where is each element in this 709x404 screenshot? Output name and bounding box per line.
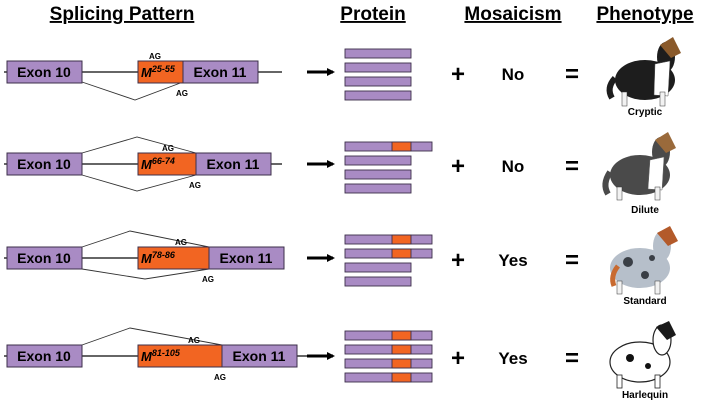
protein-bars (344, 48, 412, 101)
protein-insertion-segment (391, 372, 412, 383)
phenotype-label: Dilute (631, 205, 659, 216)
protein-insertion-segment (391, 358, 412, 369)
protein-bar-with-insertion (344, 344, 433, 355)
protein-insertion-segment (391, 330, 412, 341)
protein-bar-with-insertion (344, 234, 433, 245)
header-protein: Protein (340, 4, 405, 25)
plus-sign: + (451, 61, 465, 88)
protein-insertion-segment (391, 141, 412, 152)
exon-10-label: Exon 10 (17, 348, 71, 364)
exon-10-label: Exon 10 (17, 156, 71, 172)
acceptor-site-label: AG (214, 373, 226, 382)
allele-label: M66-74 (141, 156, 175, 172)
exon-11-box (182, 60, 259, 84)
protein-bar (344, 276, 412, 287)
acceptor-site-label: AG (149, 52, 161, 61)
exon-11-label: Exon 11 (194, 64, 247, 80)
row-4: Exon 10 M81-105 Exon 11 AG AG + Yes = Ha… (4, 321, 676, 401)
equals-sign: = (565, 247, 579, 274)
protein-bar (344, 169, 412, 180)
mosaicism-value: No (502, 157, 525, 176)
protein-bar (344, 155, 412, 166)
dog-illustration-icon (602, 132, 676, 201)
protein-bar-with-insertion (344, 330, 433, 341)
splice-junction (81, 81, 184, 101)
protein-insertion-segment (391, 234, 412, 245)
protein-bar (344, 48, 412, 59)
dog-illustration-icon (609, 321, 676, 389)
splice-junction (81, 230, 210, 248)
protein-bar-with-insertion (344, 141, 433, 152)
protein-bar (344, 183, 412, 194)
exon-10-box (6, 60, 83, 84)
exon-10-label: Exon 10 (17, 250, 71, 266)
row-1: Exon 10 M25-55 Exon 11 AG AG + No = Cryp… (4, 37, 681, 118)
protein-bar (344, 262, 412, 273)
protein-bars (344, 234, 433, 287)
header-splicing-pattern: Splicing Pattern (50, 4, 195, 25)
acceptor-site-label: AG (188, 336, 200, 345)
exon-10-box (6, 344, 83, 368)
splice-junction (81, 136, 197, 154)
acceptor-site-label: AG (176, 89, 188, 98)
exon-11-label: Exon 11 (220, 250, 273, 266)
phenotype-label: Standard (623, 296, 666, 307)
protein-bars (344, 330, 433, 383)
plus-sign: + (451, 345, 465, 372)
acceptor-site-label: AG (202, 275, 214, 284)
plus-sign: + (451, 153, 465, 180)
exon-10-box (6, 152, 83, 176)
splice-junction (81, 268, 210, 280)
mosaicism-value: No (502, 65, 525, 84)
splice-junction (81, 174, 197, 192)
equals-sign: = (565, 153, 579, 180)
exon-11-box (195, 152, 272, 176)
allele-label: M81-105 (141, 348, 181, 364)
protein-bar-with-insertion (344, 358, 433, 369)
acceptor-site-label: AG (189, 181, 201, 190)
protein-bar (344, 76, 412, 87)
mosaicism-value: Yes (498, 349, 527, 368)
exon-10-box (6, 246, 83, 270)
plus-sign: + (451, 247, 465, 274)
exon-10-label: Exon 10 (17, 64, 71, 80)
protein-insertion-segment (391, 344, 412, 355)
exon-11-box (221, 344, 298, 368)
splice-junction (81, 327, 223, 346)
acceptor-site-label: AG (175, 238, 187, 247)
exon-11-label: Exon 11 (233, 348, 286, 364)
protein-insertion-segment (391, 248, 412, 259)
mosaicism-value: Yes (498, 251, 527, 270)
acceptor-site-label: AG (162, 144, 174, 153)
protein-bar-with-insertion (344, 248, 433, 259)
header-phenotype: Phenotype (596, 4, 693, 25)
row-3: Exon 10 M78-86 Exon 11 AG AG + Yes = Sta… (4, 226, 678, 307)
dog-illustration-icon (606, 37, 681, 107)
exon-11-box (208, 246, 285, 270)
equals-sign: = (565, 61, 579, 88)
protein-bars (344, 141, 433, 194)
equals-sign: = (565, 345, 579, 372)
exon-11-label: Exon 11 (207, 156, 260, 172)
phenotype-label: Cryptic (628, 107, 663, 118)
row-2: Exon 10 M66-74 Exon 11 AG AG + No = Dilu… (4, 132, 676, 216)
allele-label: M25-55 (141, 64, 176, 80)
header-mosaicism: Mosaicism (464, 4, 561, 25)
dog-illustration-icon (610, 226, 678, 295)
protein-bar (344, 62, 412, 73)
phenotype-label: Harlequin (622, 390, 668, 401)
allele-label: M78-86 (141, 250, 176, 266)
protein-bar (344, 90, 412, 101)
protein-bar-with-insertion (344, 372, 433, 383)
